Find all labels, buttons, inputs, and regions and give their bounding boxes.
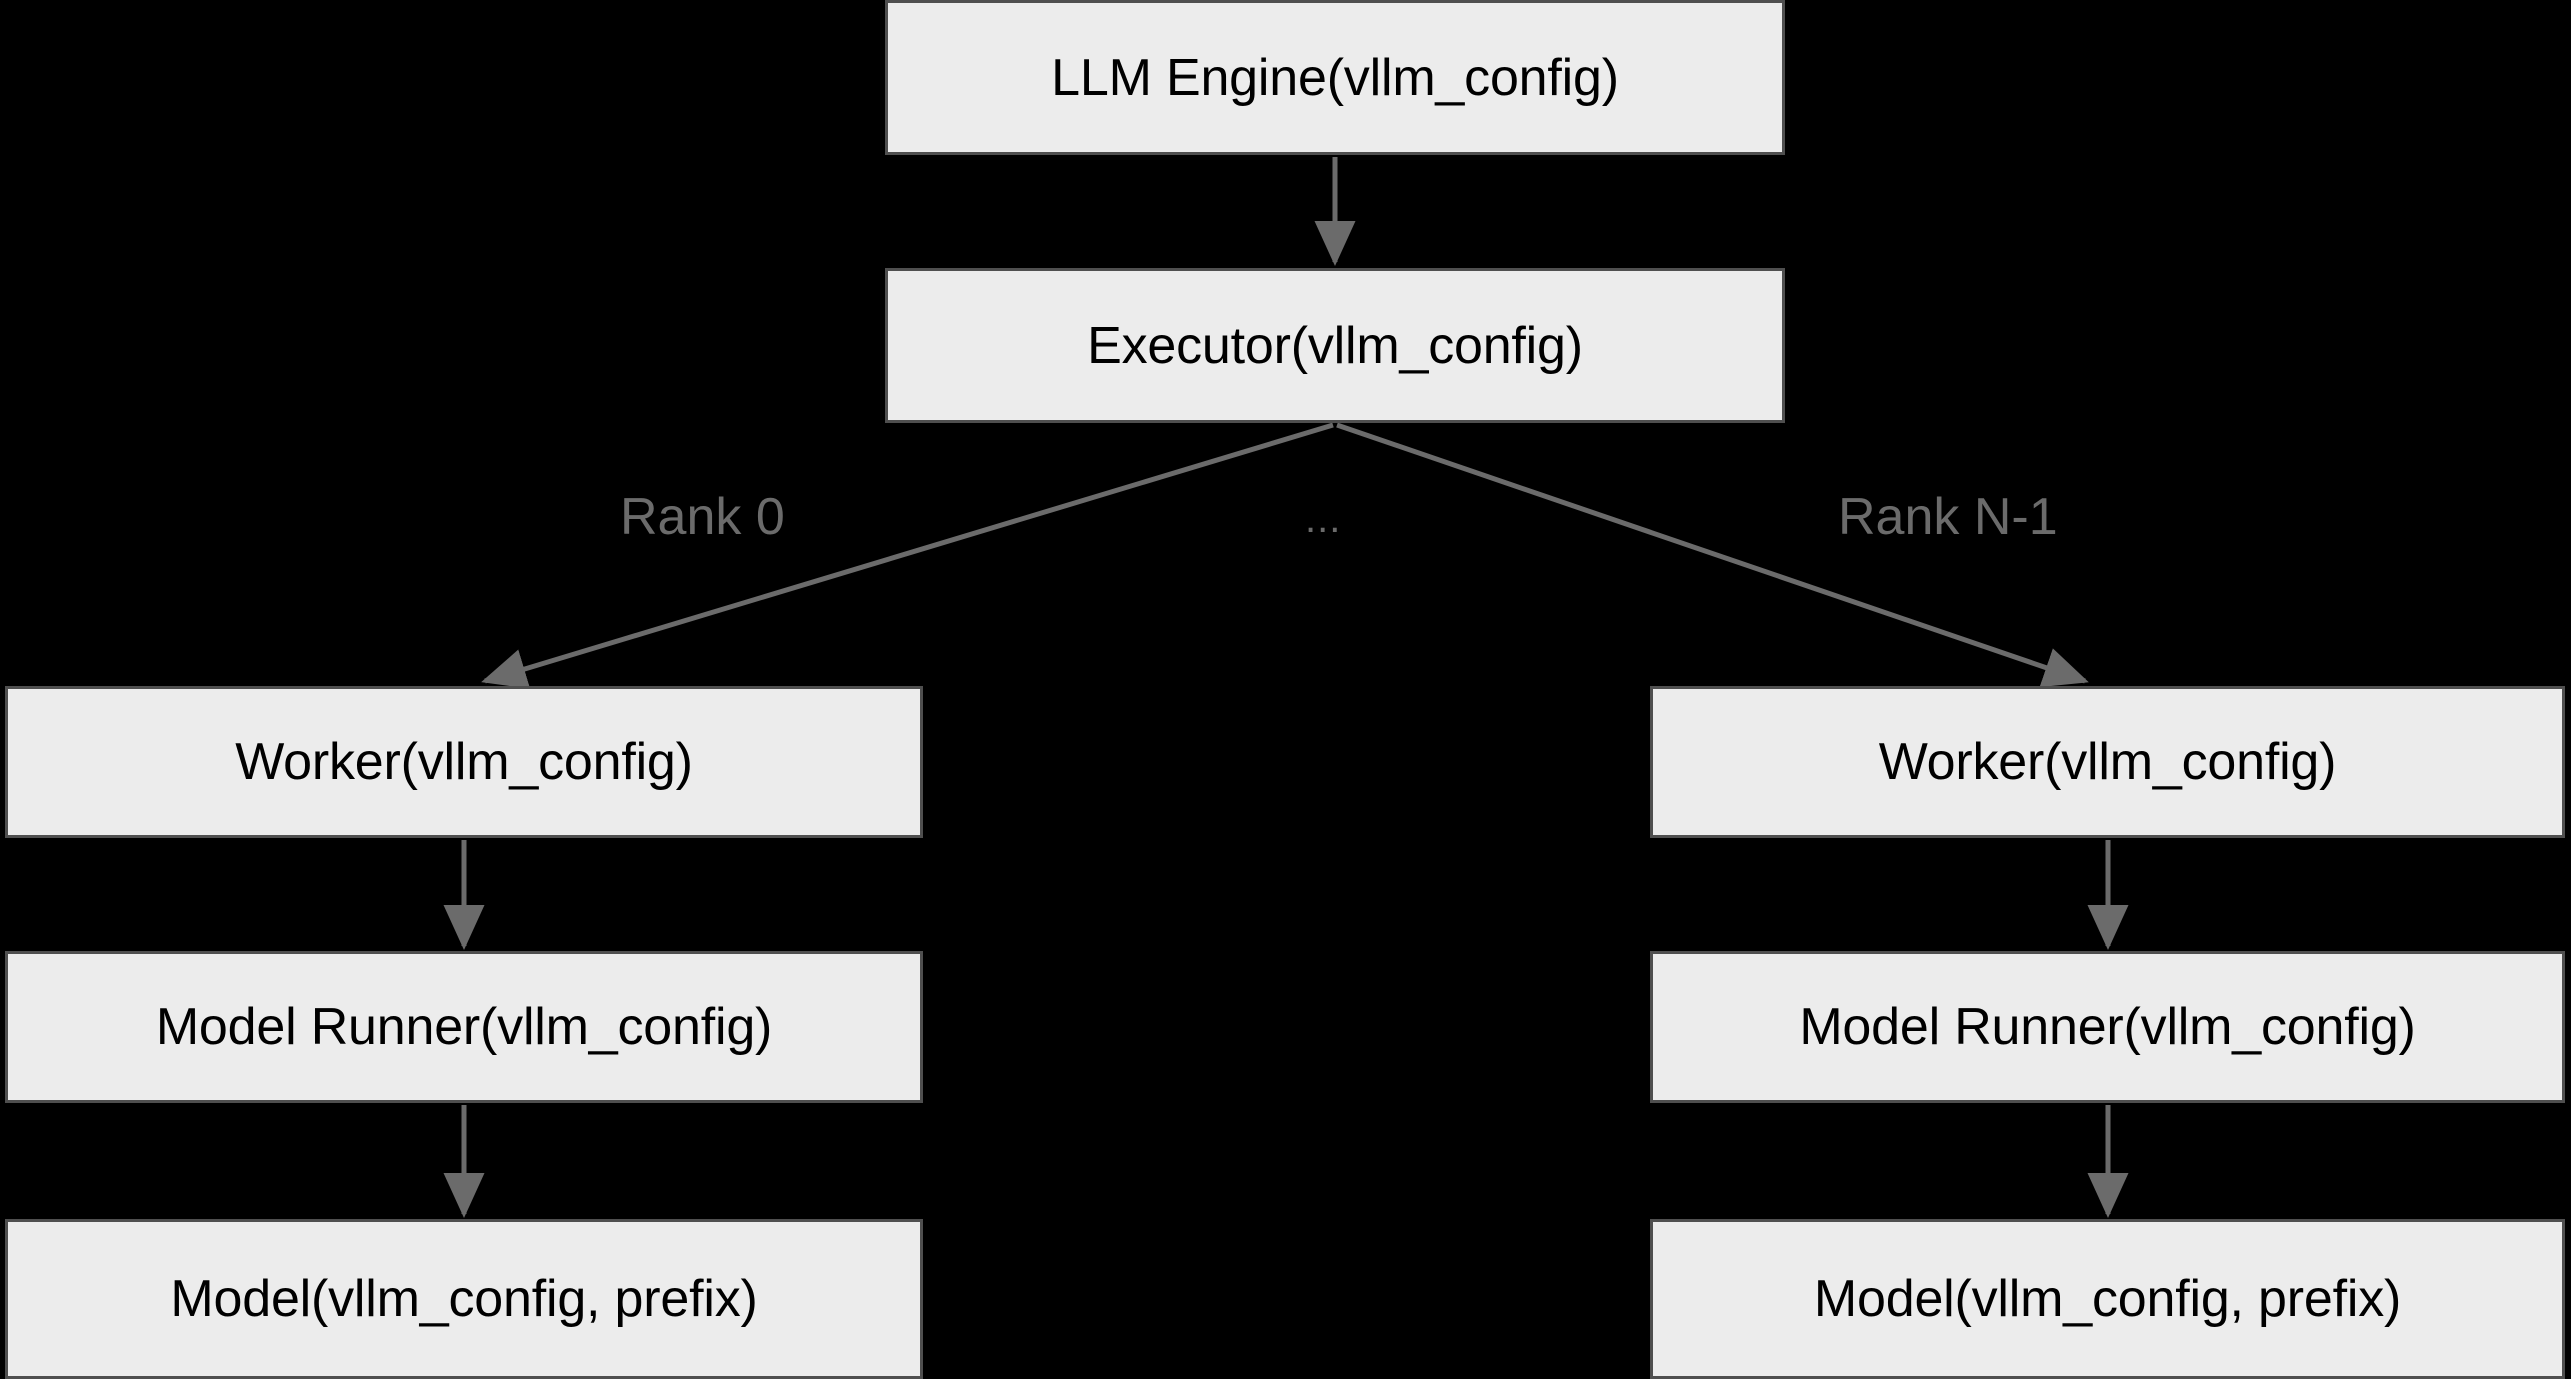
node-model-runner-rankn-label: Model Runner(vllm_config) — [1799, 998, 2416, 1056]
edge-executor-to-worker-rankn — [1336, 422, 2089, 688]
node-worker-rankn[interactable]: Worker(vllm_config) — [1650, 686, 2565, 838]
node-model-runner-rankn[interactable]: Model Runner(vllm_config) — [1650, 951, 2565, 1103]
node-model-rankn-label: Model(vllm_config, prefix) — [1813, 1270, 2402, 1328]
node-worker-rankn-label: Worker(vllm_config) — [1878, 733, 2337, 791]
edge-label-rank-0: Rank 0 — [620, 488, 785, 546]
node-worker-rank0[interactable]: Worker(vllm_config) — [5, 686, 923, 838]
node-model-rankn[interactable]: Model(vllm_config, prefix) — [1650, 1219, 2565, 1379]
node-worker-rank0-label: Worker(vllm_config) — [235, 733, 693, 791]
edge-label-rank-n-minus-1: Rank N-1 — [1838, 488, 2058, 546]
node-model-rank0-label: Model(vllm_config, prefix) — [170, 1270, 758, 1328]
node-executor-label: Executor(vllm_config) — [1087, 316, 1583, 375]
node-model-rank0[interactable]: Model(vllm_config, prefix) — [5, 1219, 923, 1379]
edge-executor-to-worker-rank0 — [481, 422, 1334, 689]
node-llm-engine[interactable]: LLM Engine(vllm_config) — [885, 0, 1785, 155]
edge-label-ellipsis: ... — [1305, 497, 1342, 541]
node-model-runner-rank0[interactable]: Model Runner(vllm_config) — [5, 951, 923, 1103]
node-executor[interactable]: Executor(vllm_config) — [885, 268, 1785, 423]
node-llm-engine-label: LLM Engine(vllm_config) — [1051, 48, 1619, 107]
node-model-runner-rank0-label: Model Runner(vllm_config) — [155, 998, 773, 1056]
